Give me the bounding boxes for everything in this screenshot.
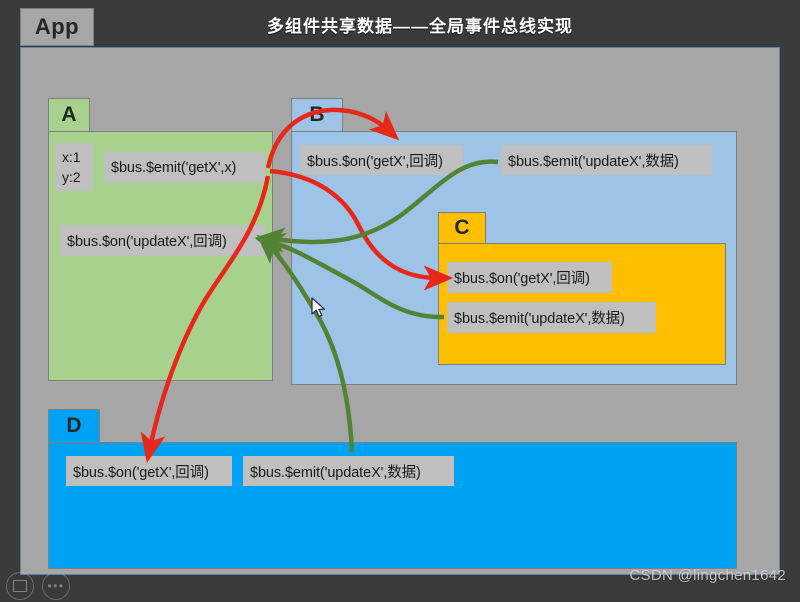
- component-b-emit-chip: $bus.$emit('updateX',数据): [501, 145, 712, 175]
- component-tab-b: B: [291, 98, 343, 132]
- component-c-on-chip: $bus.$on('getX',回调): [447, 262, 612, 293]
- data-y-value: y:2: [62, 169, 81, 185]
- component-d-emit-chip: $bus.$emit('updateX',数据): [243, 456, 454, 486]
- component-tab-c: C: [438, 212, 486, 244]
- component-d-on-chip: $bus.$on('getX',回调): [66, 456, 232, 486]
- component-label-b: B: [309, 103, 325, 126]
- corner-button-group: •••: [6, 572, 70, 600]
- app-tab-label: App: [34, 14, 80, 39]
- more-icon-glyph: •••: [47, 579, 65, 593]
- component-a-data-box: x:1 y:2: [55, 143, 93, 191]
- component-label-a: A: [61, 103, 77, 126]
- component-a-emit-chip: $bus.$emit('getX',x): [104, 152, 265, 183]
- more-icon[interactable]: •••: [42, 572, 70, 600]
- page-title: 多组件共享数据——全局事件总线实现: [267, 17, 573, 36]
- header-band: App 多组件共享数据——全局事件总线实现: [0, 0, 800, 47]
- mouse-cursor: [311, 297, 326, 318]
- component-c-emit-chip: $bus.$emit('updateX',数据): [447, 302, 656, 333]
- image-icon[interactable]: [6, 572, 34, 600]
- component-label-d: D: [66, 414, 82, 437]
- component-tab-a: A: [48, 98, 90, 132]
- component-label-c: C: [454, 216, 470, 239]
- app-tab: App: [20, 8, 94, 46]
- data-x-value: x:1: [62, 148, 81, 165]
- watermark: CSDN @lingchen1642: [629, 567, 786, 584]
- component-b-on-chip: $bus.$on('getX',回调): [300, 145, 463, 175]
- component-a-on-chip: $bus.$on('updateX',回调): [60, 225, 265, 256]
- component-tab-d: D: [48, 409, 100, 443]
- image-icon-glyph: [13, 580, 27, 592]
